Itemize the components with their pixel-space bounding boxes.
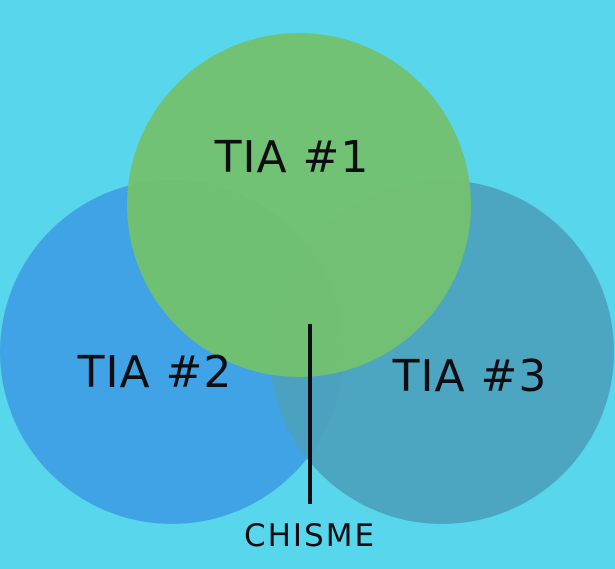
circle-tia-1: [127, 33, 471, 377]
label-tia-3: TIA #3: [392, 351, 548, 402]
label-tia-2: TIA #2: [77, 347, 233, 398]
label-tia-1: TIA #1: [214, 132, 370, 183]
label-center-chisme: CHISME: [244, 518, 376, 554]
